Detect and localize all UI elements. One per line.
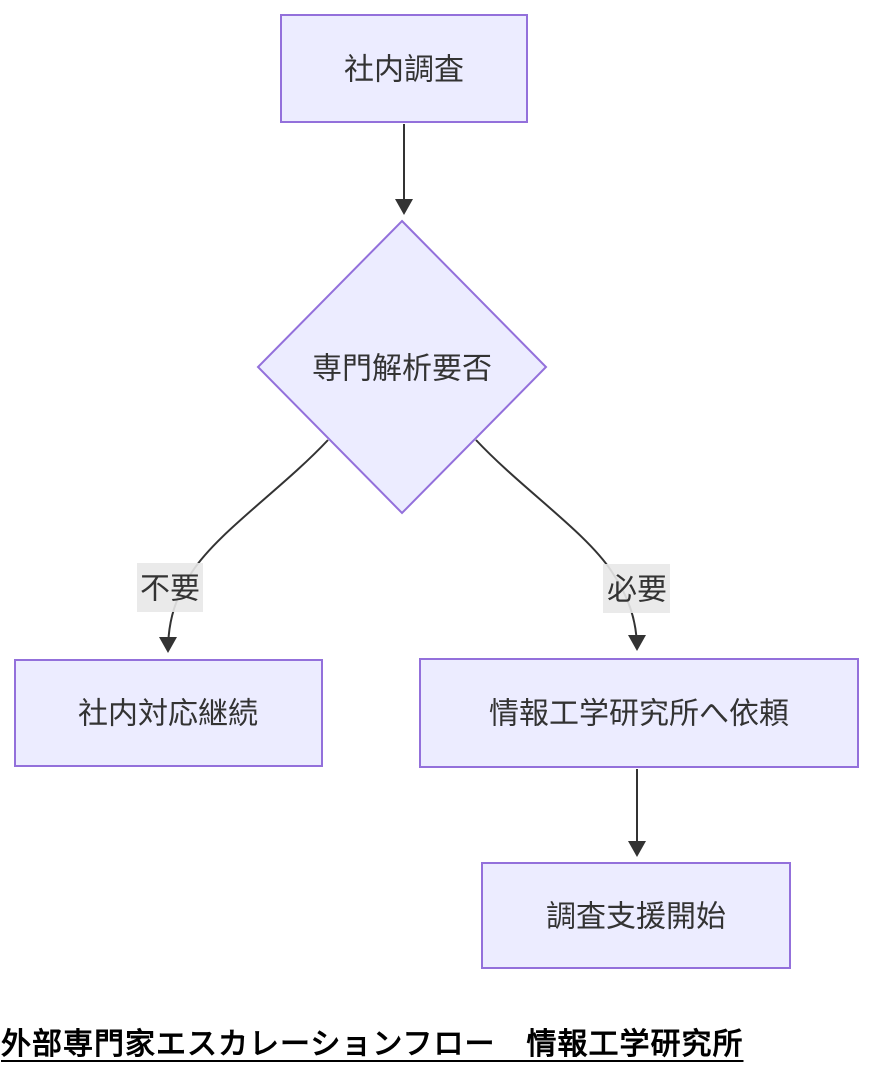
node-start-investigation-support-label: 調査支援開始: [546, 901, 726, 934]
edge-label-not-required: 不要: [137, 563, 203, 612]
node-decision-expert-analysis-label: 専門解析要否: [312, 353, 492, 386]
edge-label-not-required-text: 不要: [140, 573, 200, 606]
node-start-investigation-support: 調査支援開始: [481, 862, 791, 969]
node-continue-internal-response: 社内対応継続: [14, 659, 323, 767]
node-continue-internal-response-box: [14, 659, 323, 767]
node-request-to-institute-label: 情報工学研究所へ依頼: [489, 698, 789, 731]
edge-decision-to-request: [475, 439, 646, 651]
diagram-title: 外部専門家エスカレーションフロー 情報工学研究所: [1, 1028, 744, 1061]
node-decision-expert-analysis: 専門解析要否: [256, 219, 548, 515]
edge-decision-to-continue: [159, 439, 329, 653]
node-internal-investigation: 社内調査: [280, 14, 528, 123]
node-start-investigation-support-box: [481, 862, 791, 969]
edge-label-not-required-bg: [137, 563, 203, 612]
node-internal-investigation-box: [280, 14, 528, 123]
node-internal-investigation-label: 社内調査: [344, 54, 464, 87]
node-decision-expert-analysis-diamond: [256, 219, 548, 515]
edge-label-required: 必要: [603, 564, 670, 613]
edge-label-required-text: 必要: [607, 574, 667, 607]
edge-label-required-bg: [603, 564, 670, 613]
node-request-to-institute: 情報工学研究所へ依頼: [419, 658, 859, 768]
node-request-to-institute-box: [419, 658, 859, 768]
node-continue-internal-response-label: 社内対応継続: [78, 698, 258, 731]
